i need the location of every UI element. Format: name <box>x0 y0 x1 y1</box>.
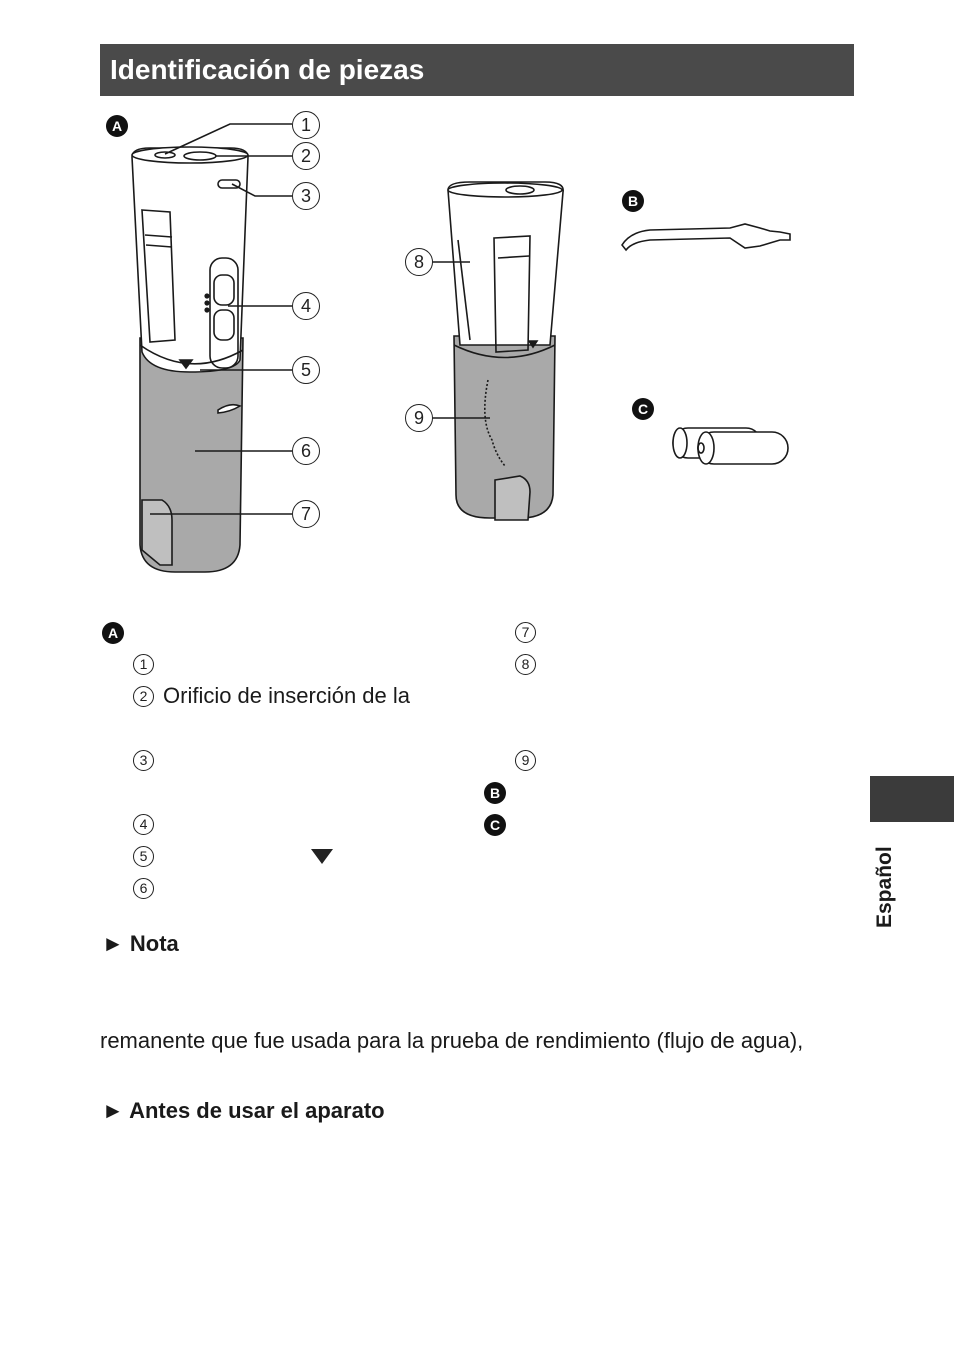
legend-group-a-badge: A <box>102 622 124 644</box>
callout-1: 1 <box>292 111 320 139</box>
legend-num-1: 1 <box>133 654 154 675</box>
callout-8: 8 <box>405 248 433 276</box>
legend-num-4: 4 <box>133 814 154 835</box>
legend-num-5: 5 <box>133 846 154 867</box>
callout-4: 4 <box>292 292 320 320</box>
legend-text-2: Orificio de inserción de la <box>163 683 411 708</box>
legend-num-3: 3 <box>133 750 154 771</box>
legend-num-6: 6 <box>133 878 154 899</box>
callout-2: 2 <box>292 142 320 170</box>
group-b-badge: B <box>622 190 644 212</box>
parts-illustration <box>131 123 791 573</box>
antes-heading: ► Antes de usar el aparato <box>102 1098 385 1123</box>
callout-5: 5 <box>292 356 320 384</box>
language-label-container: Español <box>870 828 904 928</box>
callout-3: 3 <box>292 182 320 210</box>
group-a-badge: A <box>106 115 128 137</box>
guide-mark-triangle-icon <box>311 849 333 864</box>
section-title: Identificación de piezas <box>100 44 854 96</box>
legend-group-c-badge: C <box>484 814 506 836</box>
callout-6: 6 <box>292 437 320 465</box>
nota-text: remanente que fue usada para la prueba d… <box>100 1028 804 1053</box>
group-c-badge: C <box>632 398 654 420</box>
legend-group-b-badge: B <box>484 782 506 804</box>
legend-num-9: 9 <box>515 750 536 771</box>
legend-num-7: 7 <box>515 622 536 643</box>
legend-num-8: 8 <box>515 654 536 675</box>
callout-7: 7 <box>292 500 320 528</box>
language-label: Español <box>873 846 896 928</box>
nota-heading: ► Nota <box>102 931 179 956</box>
language-tab <box>870 776 954 822</box>
legend-num-2: 2 <box>133 686 154 707</box>
callout-9: 9 <box>405 404 433 432</box>
